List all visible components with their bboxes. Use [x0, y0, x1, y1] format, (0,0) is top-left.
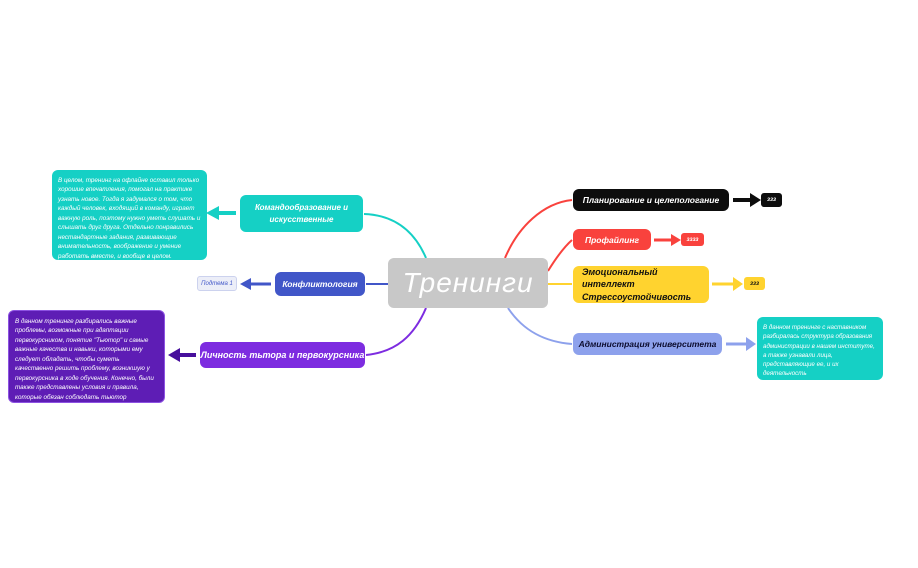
node-teamwork[interactable]: Командообразование и искусственные	[240, 195, 363, 232]
connector-teamwork	[363, 213, 427, 259]
teamwork-note-text: В целом, тренинг на офлайне оставил толь…	[58, 177, 201, 260]
profiling-tag[interactable]: зззз	[681, 233, 704, 246]
administration-note-text: В данном тренинге с наставником разбирал…	[763, 324, 875, 378]
node-administration[interactable]: Администрация университета	[573, 333, 722, 355]
node-administration-label: Администрация университета	[578, 339, 717, 349]
node-tutor-label: Личность тьтора и первокурсника	[200, 350, 365, 360]
node-conflict[interactable]: Конфликтология	[275, 272, 365, 296]
arrow-conflict-head	[240, 278, 251, 290]
arrow-emotional-head	[733, 277, 743, 291]
node-profiling-label: Профайлинг	[584, 234, 640, 245]
emotional-tag[interactable]: ззз	[744, 277, 765, 290]
planning-tag[interactable]: ззз	[761, 193, 782, 207]
connector-planning	[504, 199, 573, 259]
node-teamwork-label: Командообразование и искусственные	[254, 202, 349, 224]
connector-administration	[507, 307, 573, 345]
node-planning-label: Планирование и целепологание	[582, 195, 720, 205]
central-node-treningi[interactable]: Тренинги	[388, 258, 548, 308]
node-conflict-label: Конфликтология	[282, 279, 358, 289]
planning-tag-label: ззз	[766, 197, 777, 203]
arrow-planning-head	[750, 193, 761, 207]
conflict-subtopic[interactable]: Подтема 1	[197, 276, 237, 291]
tutor-note[interactable]: В данном тренинге разбирались важные про…	[8, 310, 165, 403]
node-tutor[interactable]: Личность тьтора и первокурсника	[200, 342, 365, 368]
arrow-profiling-head	[671, 234, 681, 246]
node-emotional-line2: Стрессоустойчивость	[582, 291, 692, 302]
central-node-label: Тренинги	[402, 267, 534, 298]
connector-tutor	[365, 307, 427, 356]
connector-profiling	[547, 239, 573, 272]
node-profiling[interactable]: Профайлинг	[573, 229, 651, 250]
conflict-subtopic-label: Подтема 1	[201, 280, 233, 287]
arrow-tutor-head	[168, 348, 180, 362]
profiling-tag-label: зззз	[686, 236, 699, 243]
node-planning[interactable]: Планирование и целепологание	[573, 189, 729, 211]
node-emotional-line1: Эмоциональный интеллект	[582, 267, 658, 290]
node-emotional[interactable]: Эмоциональный интеллект Стрессоустойчиво…	[573, 266, 709, 303]
tutor-note-text: В данном тренинге разбирались важные про…	[15, 318, 154, 401]
teamwork-note[interactable]: В целом, тренинг на офлайне оставил толь…	[52, 170, 207, 260]
arrow-administration-head	[746, 337, 756, 351]
arrow-teamwork-head	[206, 206, 219, 220]
emotional-tag-label: ззз	[749, 280, 760, 287]
administration-note[interactable]: В данном тренинге с наставником разбирал…	[757, 317, 883, 380]
